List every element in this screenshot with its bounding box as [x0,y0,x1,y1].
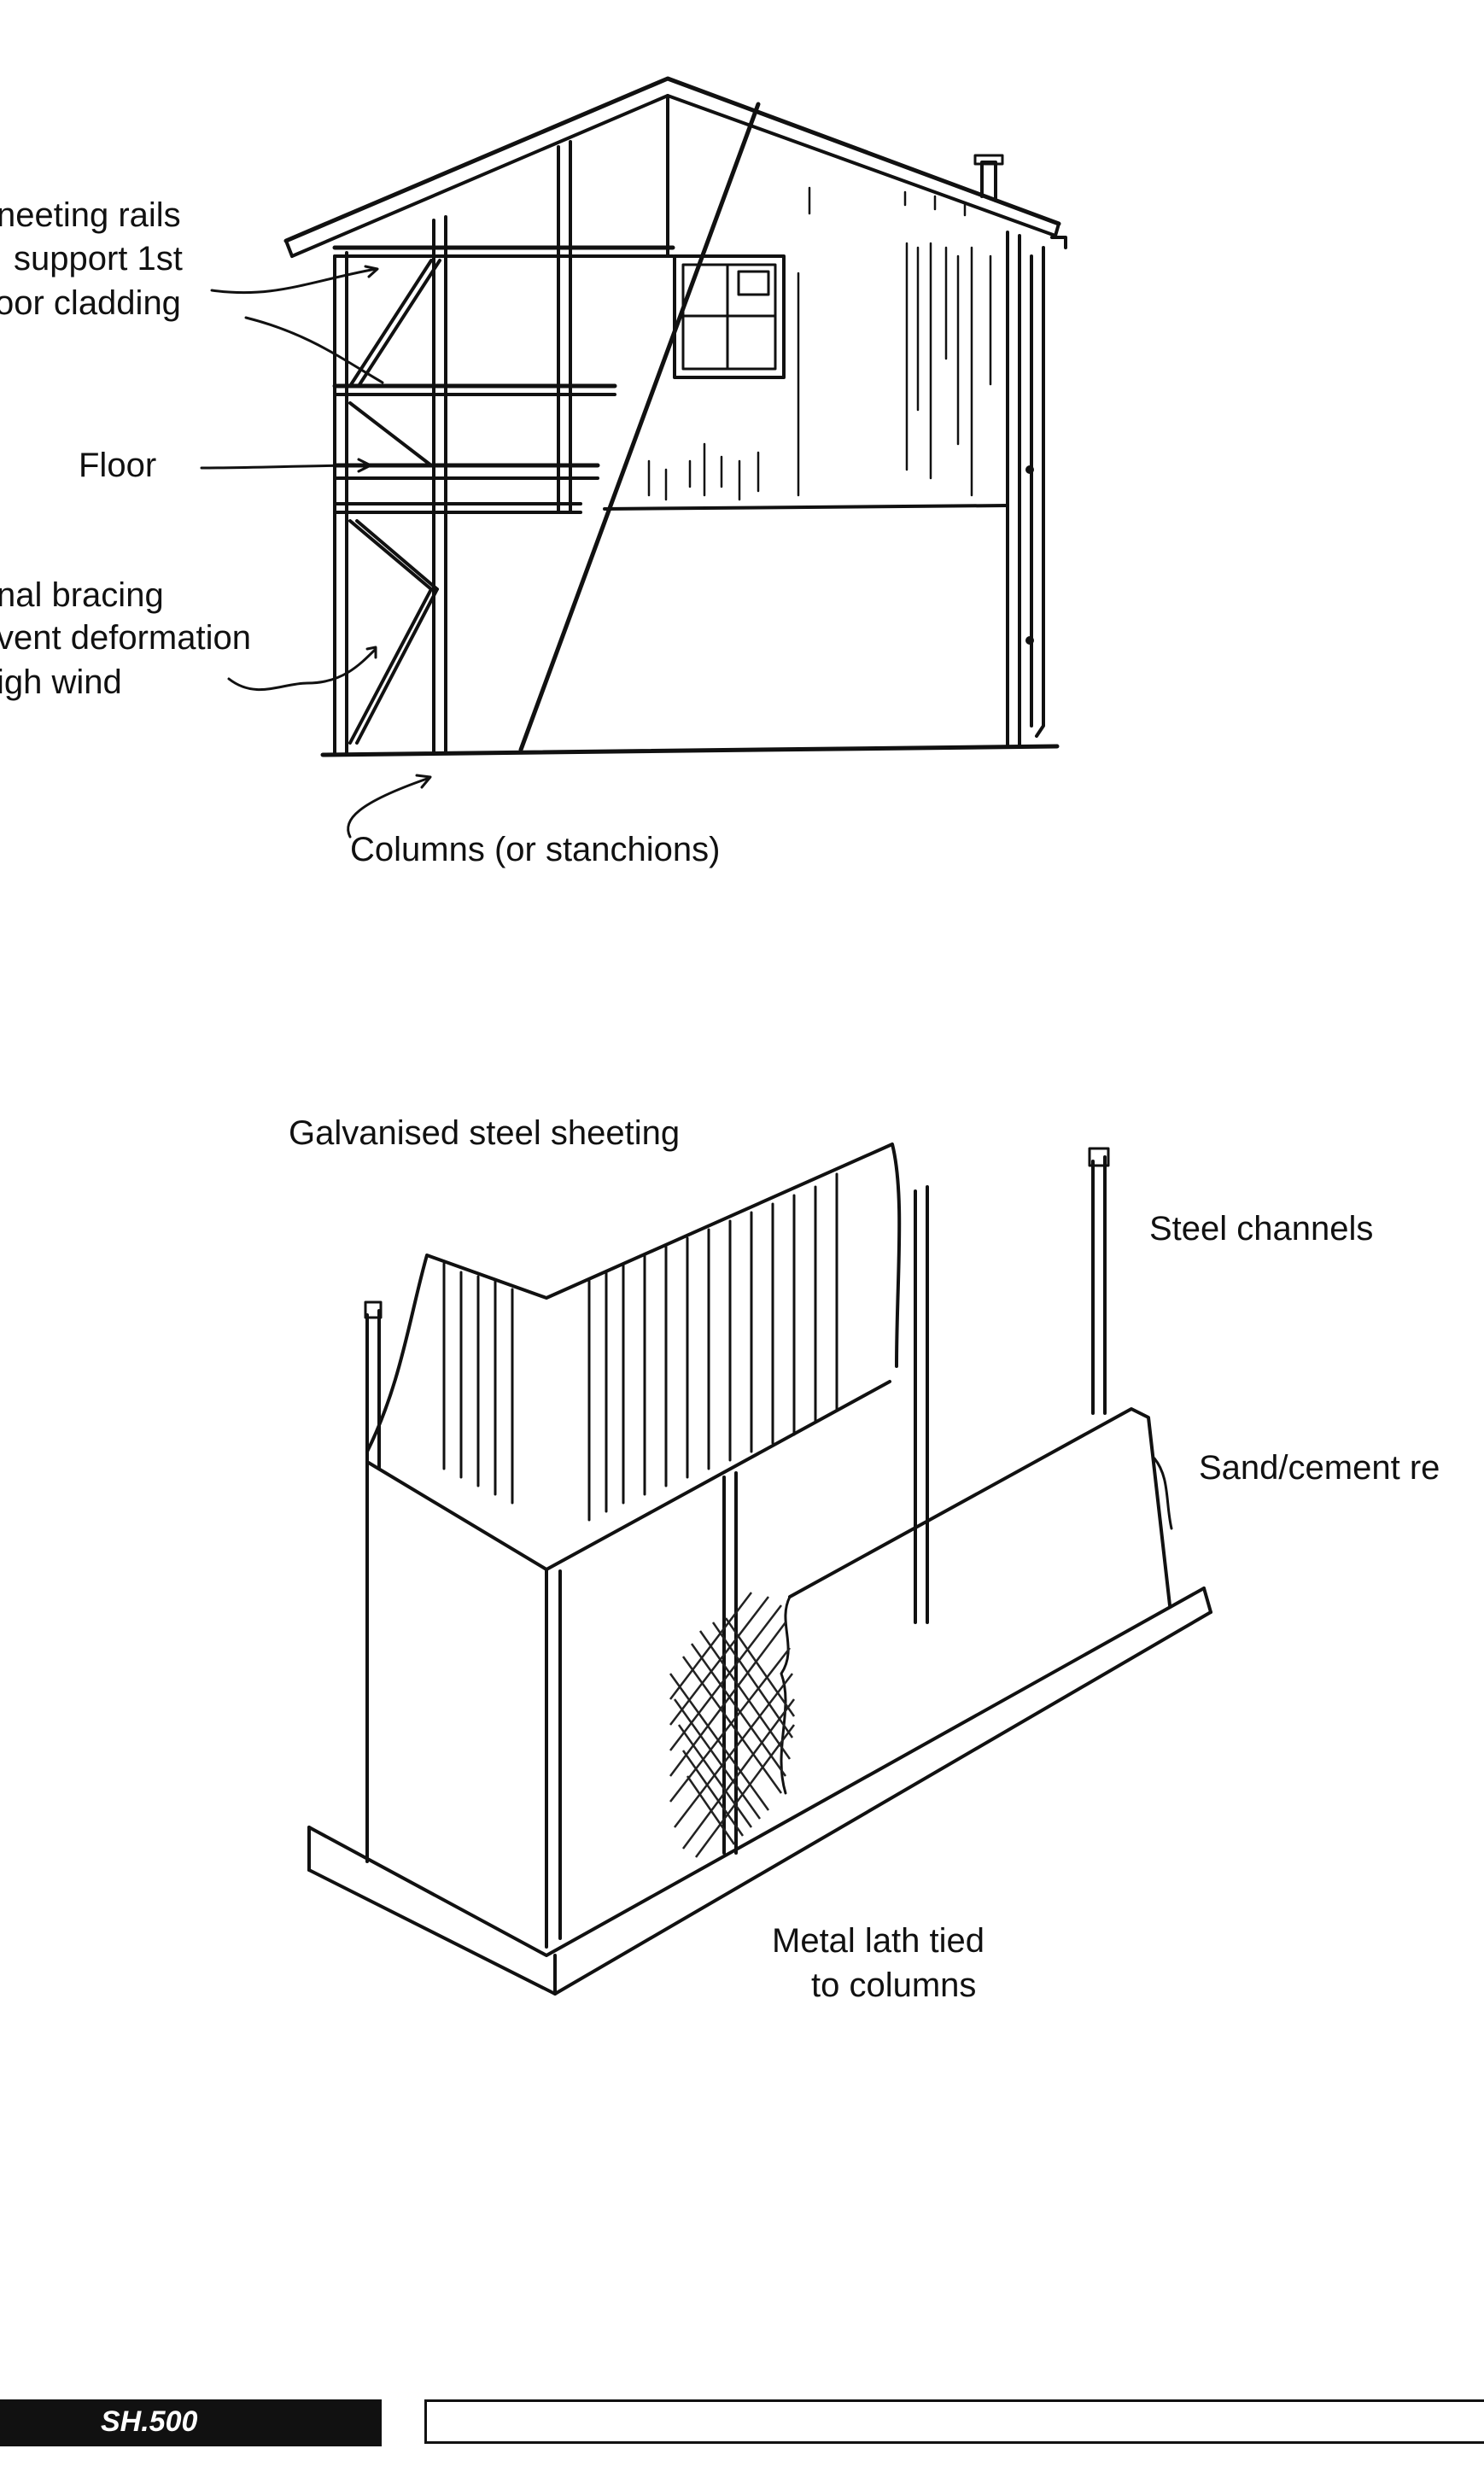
cladding-detail-diagram: Galvanised steel sheeting Steel channels… [289,1114,1440,2004]
label-sand-cement-render: Sand/cement re [1199,1449,1440,1487]
label-bracing-3: igh wind [0,663,122,701]
footer-code-box [0,2399,382,2446]
label-bracing-1: nal bracing [0,576,164,614]
label-steel-channels: Steel channels [1149,1210,1373,1248]
label-sheeting-rails-1: neeting rails [0,196,181,234]
label-sheeting-rails-2: support 1st [14,240,183,278]
label-metal-lath-1: Metal lath tied [772,1922,984,1960]
base-slab [307,1587,1212,1996]
label-metal-lath-2: to columns [811,1966,976,2004]
galvanised-sheeting [365,1142,902,1522]
label-columns: Columns (or stanchions) [350,831,721,868]
wall-panels [365,1380,1171,1949]
footer-page-code: SH.500 [101,2405,198,2438]
steel-frame-house-diagram: neeting rails support 1st oor cladding F… [0,76,1067,868]
footer-title-box [424,2399,1484,2444]
label-bracing-2: vent deformation [0,619,251,657]
label-sheeting-rails-3: oor cladding [0,284,181,322]
label-galvanised-steel-sheeting: Galvanised steel sheeting [289,1114,680,1152]
clad-wall [603,186,1045,746]
label-floor: Floor [79,447,156,484]
leader-arrows-top [200,265,432,839]
steel-columns [364,1147,1110,1940]
leader-arrows-bottom [1153,1457,1173,1530]
roof-outline [283,76,1067,258]
metal-lath-mesh [669,1592,796,1858]
frame-structure [320,94,1060,757]
